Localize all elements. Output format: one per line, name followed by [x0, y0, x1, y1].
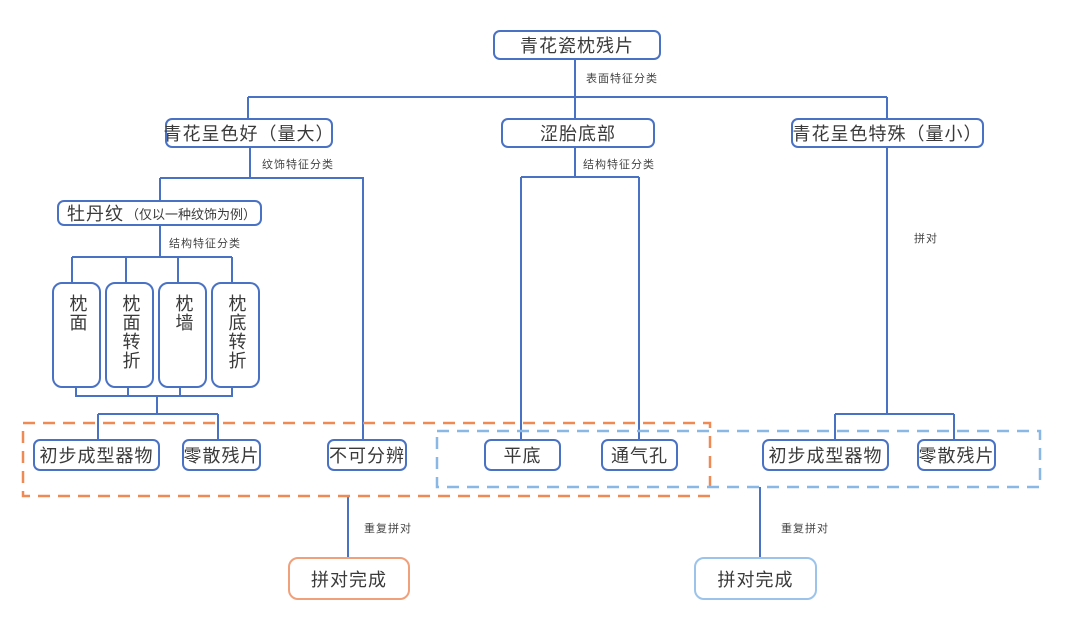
node-peony: 牡丹纹（仅以一种纹饰为例） — [57, 200, 262, 226]
node-left-shaped-label: 初步成型器物 — [39, 446, 154, 467]
node-done-right-label: 拼对完成 — [717, 569, 794, 591]
orange-group-frame — [21, 421, 712, 498]
node-left-shaped: 初步成型器物 — [33, 439, 160, 471]
node-done-left-label: 拼对完成 — [311, 569, 387, 591]
node-part-pillow-top: 枕面 — [52, 282, 101, 388]
edge-label-structure-mid: 结构特征分类 — [583, 158, 655, 171]
node-right-shaped: 初步成型器物 — [762, 439, 889, 471]
node-part-top-turn: 枕面转折 — [105, 282, 154, 388]
node-part-label: 枕底转折 — [225, 294, 247, 370]
node-left-scattered: 零散残片 — [182, 439, 261, 471]
node-right-shaped-label: 初步成型器物 — [768, 446, 883, 467]
node-done-right: 拼对完成 — [694, 557, 817, 600]
node-peony-note: （仅以一种纹饰为例） — [126, 207, 257, 223]
node-good-color: 青花呈色好（量大） — [163, 118, 335, 148]
node-unglazed-bottom-label: 涩胎底部 — [540, 124, 616, 145]
edge-label-repeat-right: 重复拼对 — [781, 522, 829, 535]
edge-label-repeat-left: 重复拼对 — [364, 522, 412, 535]
node-part-label: 枕面 — [66, 294, 88, 332]
node-right-scattered-label: 零散残片 — [918, 446, 995, 467]
blue-group-frame — [435, 429, 1042, 489]
node-done-left: 拼对完成 — [288, 557, 410, 600]
root-node: 青花瓷枕残片 — [493, 30, 661, 60]
node-unglazed-bottom: 涩胎底部 — [501, 118, 655, 148]
connector-left-bus — [160, 177, 364, 444]
node-part-bottom-turn: 枕底转折 — [211, 282, 260, 388]
node-flat-bottom: 平底 — [484, 439, 561, 471]
node-left-scattered-label: 零散残片 — [183, 446, 260, 467]
root-label: 青花瓷枕残片 — [520, 36, 634, 57]
edge-label-structure-left: 结构特征分类 — [169, 237, 241, 250]
node-indistinguishable-label: 不可分辨 — [329, 446, 405, 467]
node-flat-bottom-label: 平底 — [503, 446, 542, 467]
node-vent-hole-label: 通气孔 — [611, 446, 668, 467]
node-part-wall: 枕墙 — [158, 282, 207, 388]
connector-parts-bottom — [75, 388, 233, 397]
node-indistinguishable: 不可分辨 — [327, 439, 407, 471]
node-vent-hole: 通气孔 — [601, 439, 678, 471]
edge-label-match: 拼对 — [914, 232, 938, 245]
node-peony-label: 牡丹纹 — [67, 204, 124, 225]
node-special-color-label: 青花呈色特殊（量小） — [792, 124, 983, 145]
node-part-label: 枕墙 — [172, 294, 194, 332]
node-good-color-label: 青花呈色好（量大） — [163, 124, 335, 145]
node-special-color: 青花呈色特殊（量小） — [791, 118, 984, 148]
edge-label-decoration: 纹饰特征分类 — [262, 158, 334, 171]
node-part-label: 枕面转折 — [119, 294, 141, 370]
node-right-scattered: 零散残片 — [917, 439, 996, 471]
edge-label-surface: 表面特征分类 — [586, 72, 658, 85]
